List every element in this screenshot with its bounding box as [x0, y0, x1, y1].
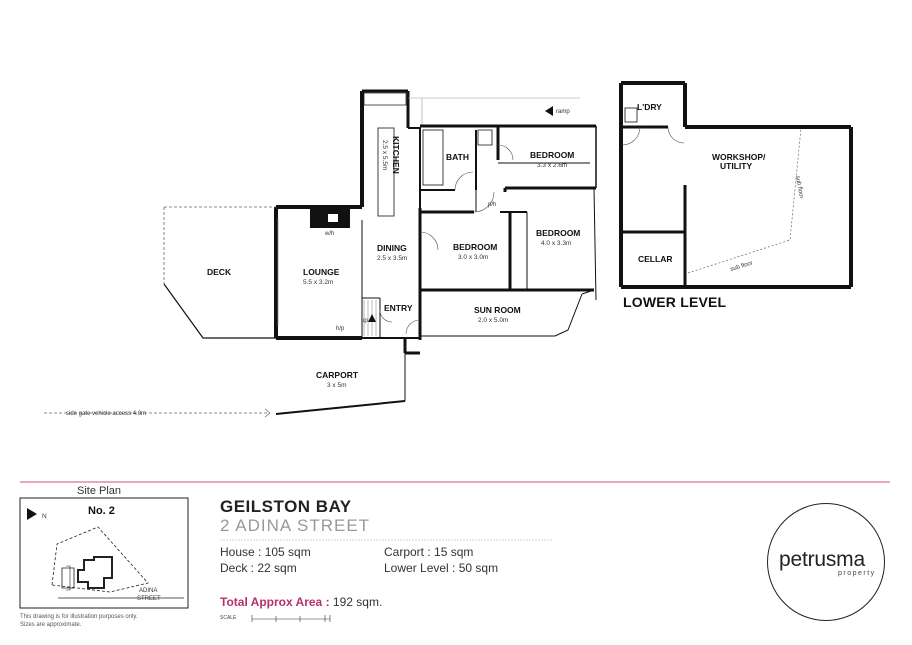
- scale-label: SCALE: [220, 615, 237, 621]
- sunroom-label: SUN ROOM: [474, 305, 521, 315]
- heat-pump-label: h/p: [336, 326, 345, 332]
- brand-name: petrusma: [779, 548, 865, 571]
- kitchen-size: 2.5 x 5.5m: [381, 140, 388, 170]
- ramp-label: ramp: [556, 109, 570, 115]
- bath-label: BATH: [446, 152, 469, 162]
- suburb-title: GEILSTON BAY: [220, 497, 352, 516]
- brand-tagline: property: [838, 570, 876, 577]
- total-area-label: Total Approx Area :: [220, 595, 330, 609]
- total-area-value: 192 sqm.: [332, 595, 383, 609]
- subfloor-label-2: sub floor: [730, 260, 754, 272]
- bedroom1-size: 3.3 x 2.6m: [537, 162, 567, 169]
- sunroom-size: 2.0 x 5.0m: [478, 317, 508, 324]
- house-area: House : 105 sqm: [220, 545, 311, 559]
- pantry-label: p/h: [488, 202, 496, 208]
- dining-size: 2.5 x 3.5m: [377, 255, 407, 262]
- north-label: N: [42, 513, 47, 520]
- disclaimer: This drawing is for illustration purpose…: [20, 613, 200, 629]
- disclaimer-line-2: Sizes are approximate.: [20, 622, 82, 628]
- lower-level-title: LOWER LEVEL: [623, 294, 727, 310]
- bedroom3-size: 3.0 x 3.0m: [458, 254, 488, 261]
- lounge-size: 5.5 x 3.2m: [303, 279, 333, 286]
- entry-label: ENTRY: [384, 303, 413, 313]
- workshop-label-2: UTILITY: [720, 161, 752, 171]
- workshop-label: WORKSHOP/: [712, 152, 766, 162]
- carport-label: CARPORT: [316, 370, 359, 380]
- lower-level-area: Lower Level : 50 sqm: [384, 561, 499, 575]
- door-swings: [379, 144, 514, 335]
- scale-bar: [251, 615, 331, 622]
- carport-size: 3 x 5m: [327, 382, 347, 389]
- address-subtitle: 2 ADINA STREET: [220, 516, 371, 535]
- carport-outline: [44, 353, 406, 418]
- kitchen-label: KITCHEN: [391, 136, 401, 174]
- street-label-2: STREET: [137, 596, 161, 602]
- wood-heater-label: w/h: [324, 231, 334, 237]
- bedroom2-size: 4.0 x 3.3m: [541, 240, 571, 247]
- bedroom2-label: BEDROOM: [536, 228, 580, 238]
- site-plan-drawing: [51, 526, 184, 599]
- total-area: Total Approx Area : 192 sqm.: [220, 595, 382, 609]
- bedroom3-label: BEDROOM: [453, 242, 497, 252]
- deck-outline: [163, 206, 276, 284]
- subfloor-label-1: sub floor: [794, 175, 804, 199]
- cellar-label: CELLAR: [638, 254, 672, 264]
- deck-area: Deck : 22 sqm: [220, 561, 297, 575]
- lower-level-walls: [619, 81, 853, 289]
- disclaimer-line-1: This drawing is for illustration purpose…: [20, 614, 138, 620]
- dining-label: DINING: [377, 243, 407, 253]
- side-gate-label: side gate vehicle access 4.0m: [66, 411, 146, 417]
- deck-edge: [163, 283, 276, 339]
- deck-label: DECK: [207, 267, 232, 277]
- bedroom1-label: BEDROOM: [530, 150, 574, 160]
- brand-logo-circle: [767, 503, 885, 621]
- carport-area: Carport : 15 sqm: [384, 545, 474, 559]
- lounge-label: LOUNGE: [303, 267, 340, 277]
- site-plan-label: Site Plan: [77, 485, 122, 497]
- house-walls: [274, 89, 597, 355]
- street-label-1: ADINA: [139, 588, 157, 594]
- stairs-up-label: up: [361, 318, 368, 324]
- site-plan-number: No. 2: [88, 505, 115, 517]
- north-arrow-icon: [27, 508, 37, 520]
- site-plan-box: [19, 497, 189, 609]
- ramp-arrow: [545, 106, 553, 116]
- laundry-label: L'DRY: [637, 102, 662, 112]
